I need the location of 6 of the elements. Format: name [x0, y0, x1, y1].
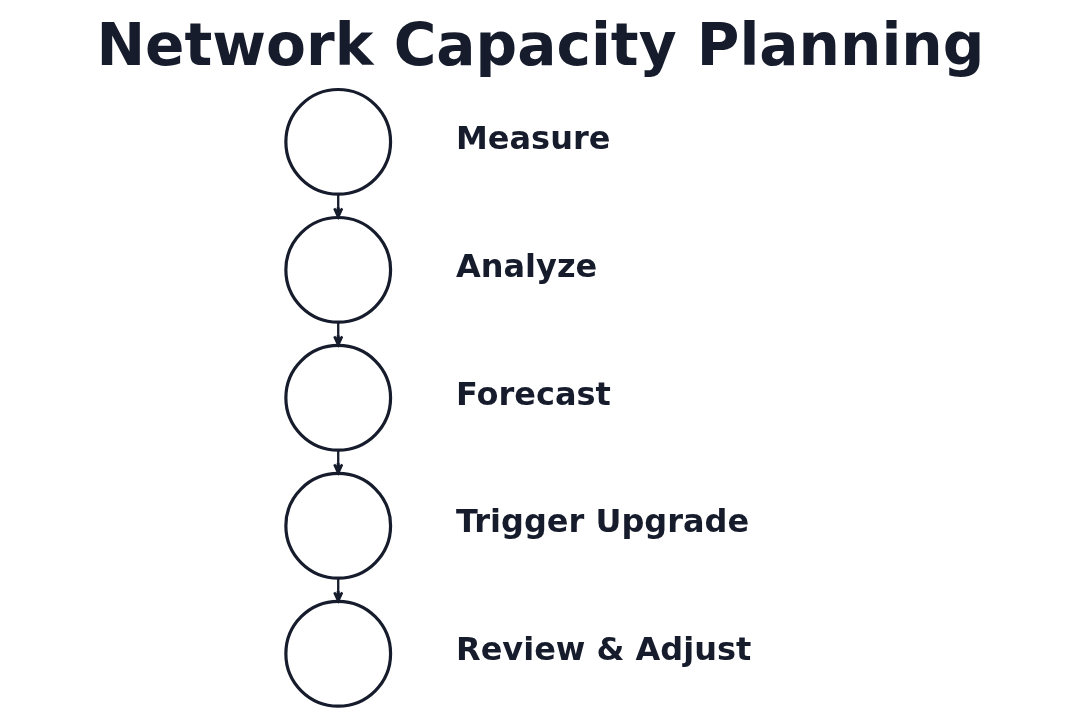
node-label: Forecast	[456, 374, 611, 413]
node-label: Analyze	[456, 246, 598, 285]
node-label: Review & Adjust	[456, 630, 752, 669]
node-label: Trigger Upgrade	[456, 502, 750, 541]
node-label: Measure	[456, 118, 611, 157]
diagram-title: Network Capacity Planning	[96, 10, 985, 79]
